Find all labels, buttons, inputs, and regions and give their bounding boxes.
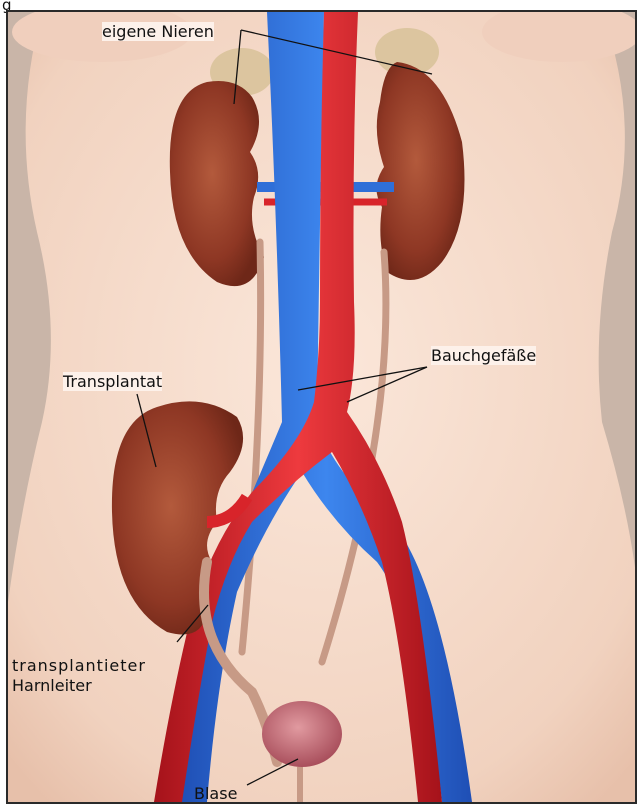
bladder xyxy=(262,701,342,767)
figure-frame: eigene Nieren Bauchgefäße Transplantat t… xyxy=(6,10,637,804)
label-transplant: Transplantat xyxy=(63,372,162,391)
label-ureter-line2: Harnleiter xyxy=(12,676,92,695)
label-own-kidneys: eigene Nieren xyxy=(102,22,214,41)
label-ureter-line1: transplantieter xyxy=(12,656,146,675)
anatomy-drawing xyxy=(8,12,637,804)
label-abdominal-vessels: Bauchgefäße xyxy=(431,346,536,365)
label-bladder: Blase xyxy=(194,784,237,803)
